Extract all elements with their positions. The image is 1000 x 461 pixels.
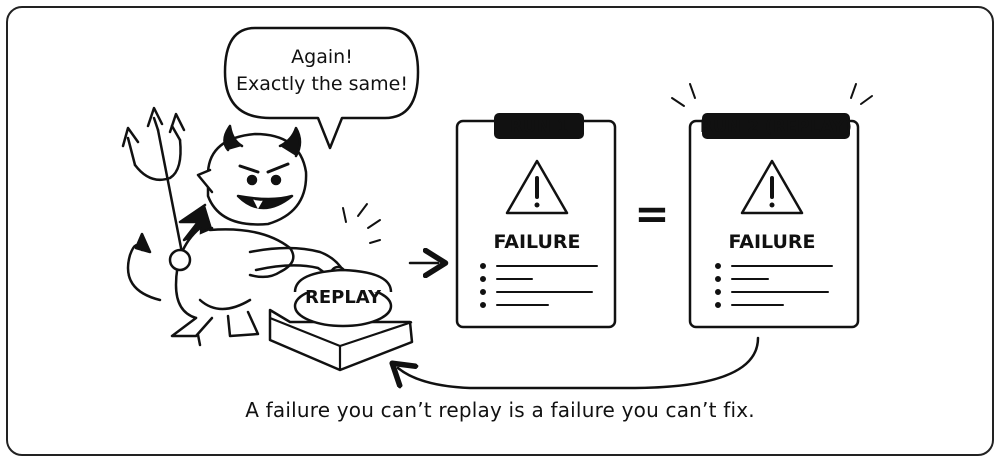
run-1-card: RUN 1 FAILURE [455, 113, 617, 329]
run-2-card: RUN 2 (REPLAY) FAILURE [671, 83, 873, 329]
attention-lines [671, 83, 873, 107]
log-lines [715, 263, 833, 308]
caption: A failure you can’t replay is a failure … [245, 398, 755, 422]
speech-line-2: Exactly the same! [236, 73, 408, 95]
run-1-title: FAILURE [493, 231, 580, 253]
devil-character [121, 106, 347, 347]
warning-icon [505, 159, 569, 215]
run-1-tag: RUN 1 [510, 117, 569, 137]
speech-line-1: Again! [291, 46, 353, 68]
speech-bubble: Again! Exactly the same! [223, 26, 420, 150]
replay-button-label: REPLAY [305, 287, 382, 308]
equals-sign: = [634, 189, 669, 238]
replay-button[interactable]: REPLAY [268, 203, 414, 372]
log-lines [480, 263, 598, 308]
return-arrow-icon [398, 336, 760, 390]
run-2-title: FAILURE [728, 231, 815, 253]
press-lines [342, 203, 381, 244]
run-2-tag: RUN 2 (REPLAY) [700, 117, 852, 137]
warning-icon [740, 159, 804, 215]
